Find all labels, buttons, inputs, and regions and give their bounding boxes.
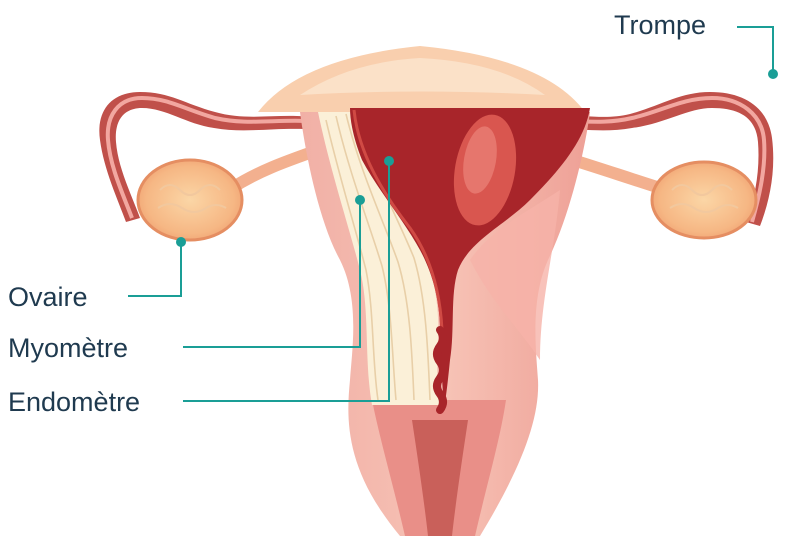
label-myometre: Myomètre [8, 335, 128, 362]
trompe-leader [737, 27, 773, 74]
label-endometre: Endomètre [8, 389, 140, 416]
endometre-dot [384, 156, 394, 166]
ovaire-dot [176, 237, 186, 247]
myometre-dot [355, 195, 365, 205]
ovaire-leader [128, 242, 181, 296]
left-ovary [138, 160, 242, 240]
right-ovary [652, 162, 756, 238]
trompe-dot [768, 69, 778, 79]
left-ligament [232, 150, 318, 188]
label-ovaire: Ovaire [8, 284, 88, 311]
label-trompe: Trompe [614, 12, 706, 39]
